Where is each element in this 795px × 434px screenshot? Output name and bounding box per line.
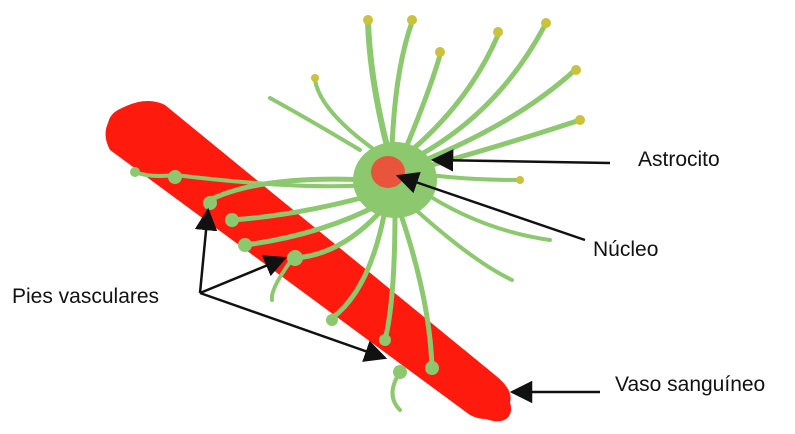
nucleus-arrow <box>398 176 585 240</box>
astrocyte-label: Astrocito <box>638 148 720 172</box>
blood-vessel <box>106 101 520 431</box>
blood-vessel-label: Vaso sanguíneo <box>615 373 765 397</box>
feet-arrow-2 <box>200 258 285 293</box>
nucleus-label: Núcleo <box>593 238 658 262</box>
vascular-feet-label: Pies vasculares <box>12 285 159 309</box>
nucleus <box>371 156 405 188</box>
feet-arrow-1 <box>200 210 208 293</box>
astrocyte-arrow <box>433 160 610 163</box>
